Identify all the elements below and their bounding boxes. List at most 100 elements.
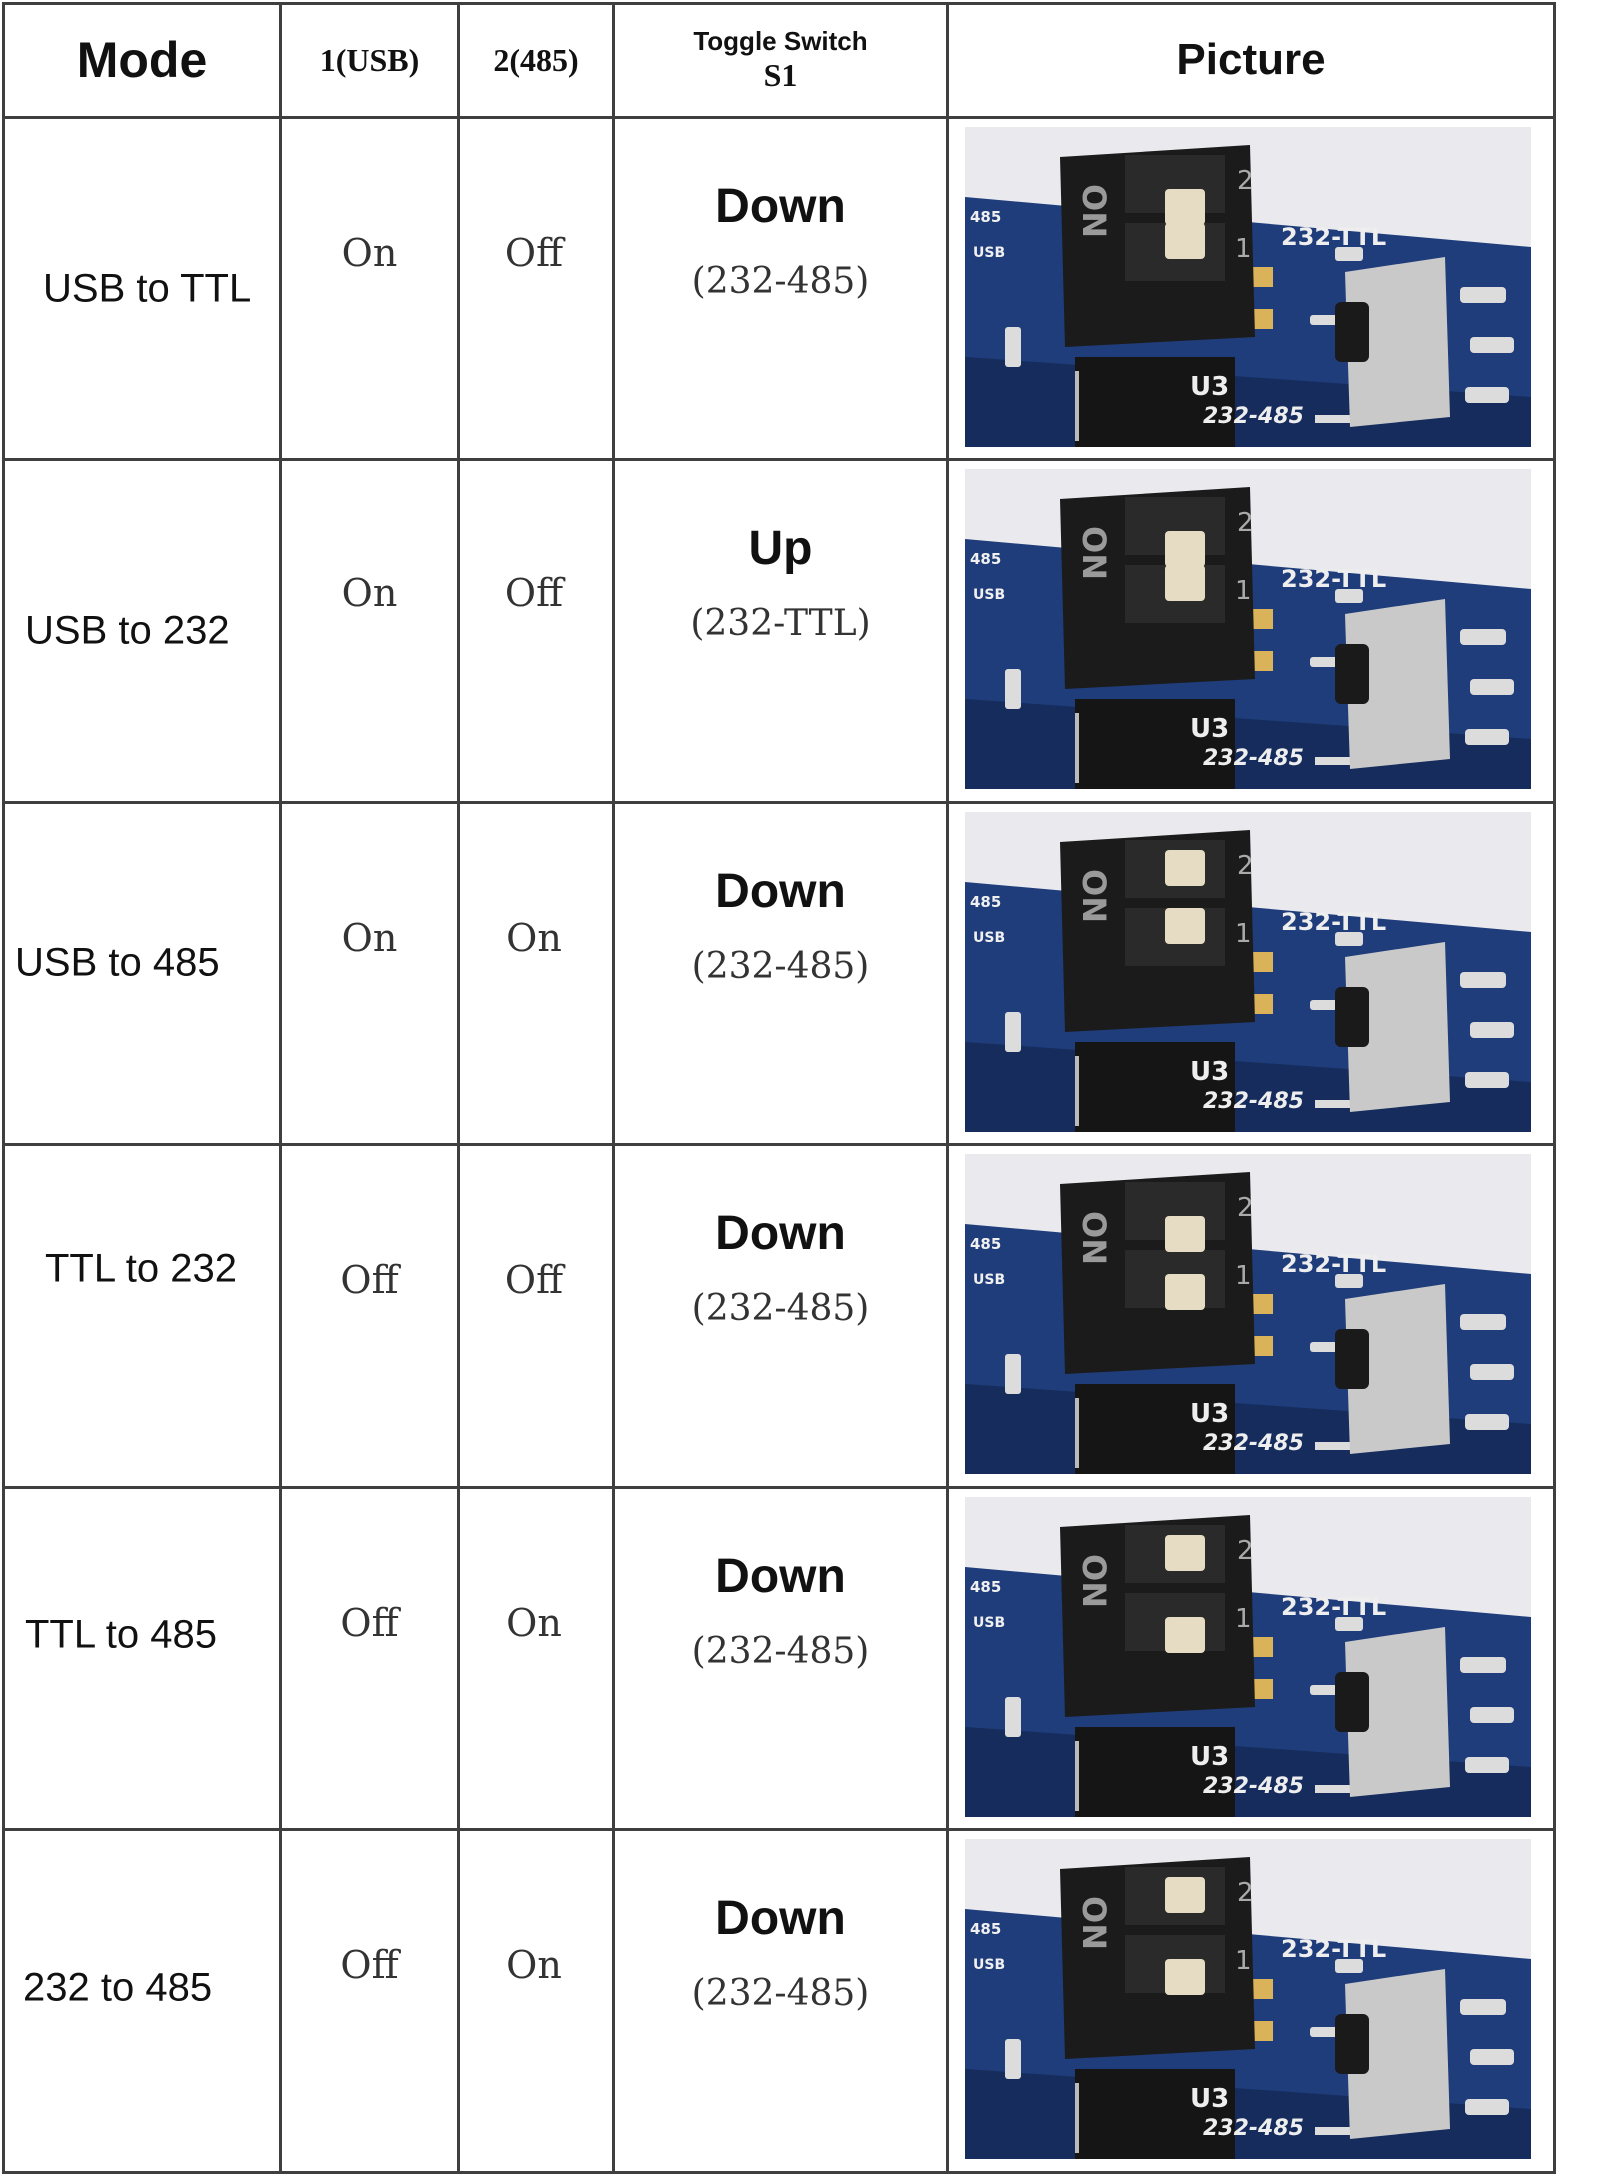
rs485-cell: On: [457, 1828, 615, 2174]
picture-cell: 485 USB 232-TTL U3 232-485 ON 2 1: [946, 800, 1556, 1147]
switch-mode: (232-485): [691, 1288, 870, 1330]
chip-u3: [1075, 1041, 1235, 1132]
dip-pin-2: 2: [1237, 166, 1254, 196]
silkscreen-traces: [1005, 246, 1514, 423]
mode-cell: TTL to 485: [2, 1485, 282, 1832]
toggle-switch-cell: Down (232-485): [612, 800, 949, 1147]
switch-mode: (232-485): [691, 1630, 870, 1672]
silk-u3: U3: [1190, 1057, 1229, 1087]
silk-485: 485: [970, 208, 1001, 226]
header-485: 2(485): [457, 2, 615, 119]
silk-485: 485: [970, 1578, 1001, 1596]
dip-on-label: ON: [1075, 869, 1113, 923]
slide-switch-s1: [1345, 256, 1450, 427]
silkscreen-traces: [1005, 1274, 1514, 1451]
switch-position: Up: [748, 522, 813, 576]
silk-485: 485: [970, 1920, 1001, 1938]
rs485-cell: On: [457, 1485, 615, 1832]
silk-232-485: 232-485: [1203, 1774, 1304, 1799]
rs485-cell: Off: [457, 458, 615, 804]
dip-pin-1: 1: [1235, 1604, 1252, 1634]
chip-u3: [1075, 356, 1235, 447]
toggle-switch-cell: Up (232-TTL): [612, 458, 949, 804]
picture-cell: 485 USB 232-TTL U3 232-485 ON 2 1: [946, 1828, 1556, 2174]
usb-state: Off: [340, 1943, 399, 1988]
header-row: Mode 1(USB) 2(485) Toggle Switch S1 Pict…: [2, 2, 1556, 119]
dip-on-label: ON: [1075, 1211, 1113, 1265]
silk-232-ttl: 232-TTL: [1281, 1593, 1386, 1621]
switch-position: Down: [715, 1892, 846, 1946]
silk-usb: USB: [973, 587, 1005, 603]
mode-label: USB to 232: [25, 608, 230, 653]
usb-state: Off: [340, 1600, 399, 1645]
switch-position: Down: [715, 1207, 846, 1261]
mode-cell: USB to 232: [2, 458, 282, 804]
header-picture: Picture: [946, 2, 1556, 119]
mode-label: TTL to 485: [25, 1612, 217, 1657]
slide-switch-s1: [1345, 941, 1450, 1112]
toggle-switch-cell: Down (232-485): [612, 1485, 949, 1832]
chip-u3: [1075, 1726, 1235, 1817]
dip-pin-1: 1: [1235, 234, 1252, 264]
dip-knob-1: [1165, 565, 1205, 602]
slide-switch-s1: [1345, 1969, 1450, 2140]
dip-knob-1: [1165, 222, 1205, 259]
usb-cell: On: [279, 800, 460, 1147]
silk-usb: USB: [973, 1957, 1005, 1973]
usb-cell: Off: [279, 1143, 460, 1489]
silk-u3: U3: [1190, 714, 1229, 744]
silk-usb: USB: [973, 245, 1005, 261]
dip-pin-2: 2: [1237, 1536, 1254, 1566]
dip-knob-1: [1165, 1959, 1205, 1996]
slide-switch-s1: [1345, 1626, 1450, 1797]
chip-u3: [1075, 699, 1235, 790]
silk-u3: U3: [1190, 1399, 1229, 1429]
mode-cell: USB to TTL: [2, 115, 282, 462]
silk-u3: U3: [1190, 372, 1229, 402]
slide-knob: [1335, 2014, 1369, 2075]
silk-232-ttl: 232-TTL: [1281, 1250, 1386, 1278]
silk-232-ttl: 232-TTL: [1281, 223, 1386, 251]
switch-mode: (232-TTL): [690, 603, 871, 645]
slide-switch-s1: [1345, 1284, 1450, 1455]
picture-cell: 485 USB 232-TTL U3 232-485 ON 2 1: [946, 115, 1556, 462]
mode-label: 232 to 485: [23, 1965, 213, 2010]
silk-232-485: 232-485: [1203, 2116, 1304, 2141]
dip-on-label: ON: [1075, 526, 1113, 580]
dip-knob-2: [1165, 1216, 1205, 1253]
rs485-state: On: [506, 915, 562, 960]
board-photo: 485 USB 232-TTL U3 232-485 ON 2 1: [965, 126, 1531, 447]
silk-u3: U3: [1190, 1742, 1229, 1772]
mode-cell: TTL to 232: [2, 1143, 282, 1489]
toggle-switch-id: S1: [763, 56, 798, 93]
mode-table: Mode 1(USB) 2(485) Toggle Switch S1 Pict…: [2, 2, 1556, 2174]
usb-cell: Off: [279, 1485, 460, 1832]
rs485-cell: On: [457, 800, 615, 1147]
dip-knob-2: [1165, 188, 1205, 225]
dip-pin-2: 2: [1237, 1878, 1254, 1908]
dip-pin-1: 1: [1235, 919, 1252, 949]
silk-usb: USB: [973, 1272, 1005, 1288]
slide-knob: [1335, 1671, 1369, 1732]
board-photo: 485 USB 232-TTL U3 232-485 ON 2 1: [965, 1496, 1531, 1817]
silk-485: 485: [970, 1235, 1001, 1253]
table-row: USB to 485 On On Down (232-485) 485 USB …: [2, 800, 1556, 1147]
dip-pin-2: 2: [1237, 851, 1254, 881]
rs485-state: Off: [504, 230, 564, 275]
usb-cell: On: [279, 115, 460, 462]
rs485-state: On: [506, 1943, 562, 1988]
rs485-cell: Off: [457, 1143, 615, 1489]
chip-u3: [1075, 1384, 1235, 1475]
rs485-state: Off: [504, 571, 564, 616]
mode-label: USB to TTL: [43, 266, 252, 311]
picture-cell: 485 USB 232-TTL U3 232-485 ON 2 1: [946, 1485, 1556, 1832]
silk-485: 485: [970, 893, 1001, 911]
silk-232-ttl: 232-TTL: [1281, 565, 1386, 593]
header-usb: 1(USB): [279, 2, 460, 119]
usb-state: On: [341, 915, 398, 960]
dip-knob-1: [1165, 1274, 1205, 1311]
slide-knob: [1335, 301, 1369, 362]
silk-232-485: 232-485: [1203, 404, 1304, 429]
mode-label: USB to 485: [15, 940, 220, 985]
mode-cell: USB to 485: [2, 800, 282, 1147]
